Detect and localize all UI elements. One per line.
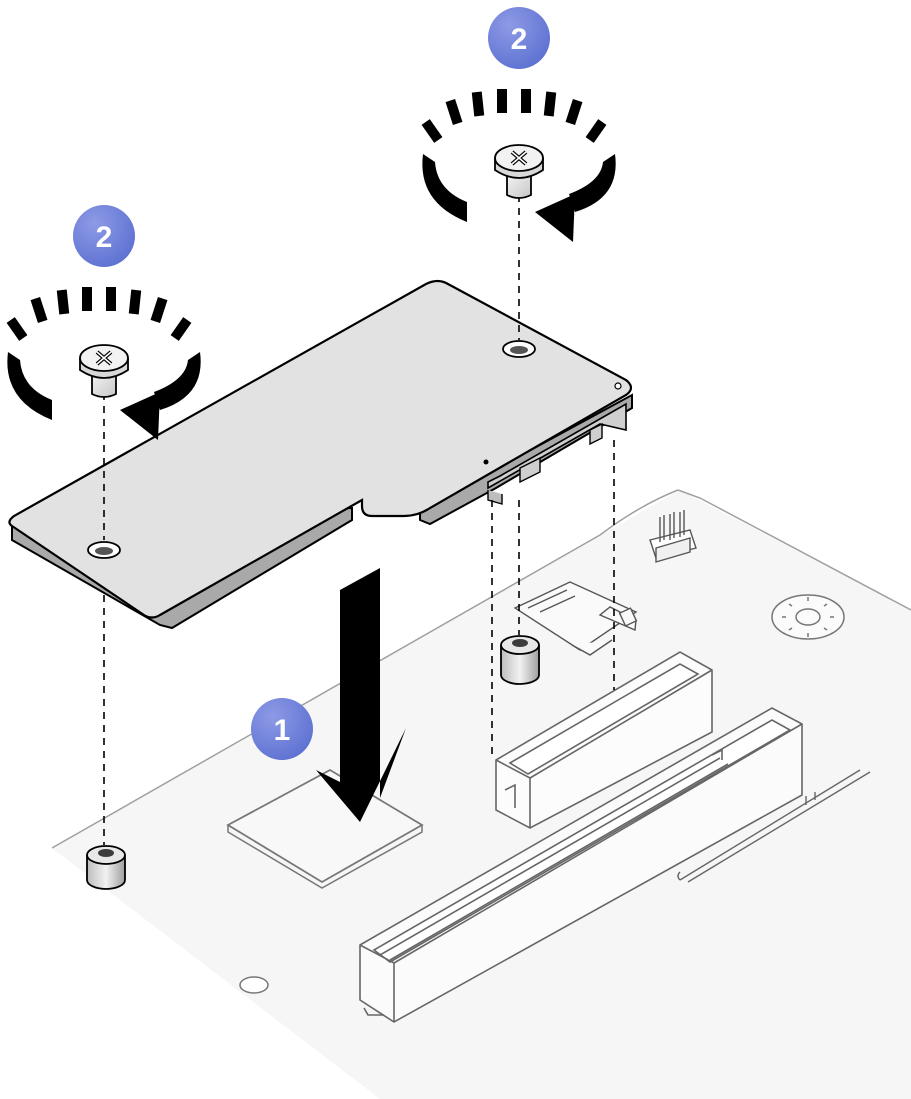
- screw-right-icon: [494, 144, 544, 199]
- callout-step-2-left-label: 2: [96, 221, 113, 254]
- system-board: [51, 489, 911, 1099]
- callout-step-1-label: 1: [274, 714, 291, 747]
- pcie-slot-target: [495, 651, 713, 829]
- down-arrow-icon: [316, 568, 406, 822]
- led-symbol-icon: [771, 594, 845, 640]
- callout-step-2-right-label: 2: [511, 23, 528, 56]
- board-mounting-hole: [239, 976, 269, 994]
- pcie-slot-edge: [677, 769, 871, 883]
- callout-step-2-right: 2: [488, 7, 550, 69]
- jumper-header-icon: [649, 510, 697, 563]
- clockwise-rotation-icon-right: [421, 89, 616, 242]
- standoff-right: [500, 635, 540, 685]
- callout-step-2-left: 2: [73, 205, 135, 267]
- clockwise-rotation-icon-left: [6, 287, 201, 440]
- alignment-lines: [103, 195, 615, 845]
- pcie-slot-large: [359, 707, 803, 1023]
- riser-card: [8, 279, 633, 630]
- card-connector: [513, 581, 638, 656]
- standoff-left: [86, 845, 126, 890]
- system-board-plate: [52, 490, 911, 1099]
- riser-card-face: [8, 279, 633, 619]
- callout-step-1: 1: [251, 698, 313, 760]
- screw-left-icon: [79, 344, 129, 398]
- system-board-edge: [51, 489, 911, 849]
